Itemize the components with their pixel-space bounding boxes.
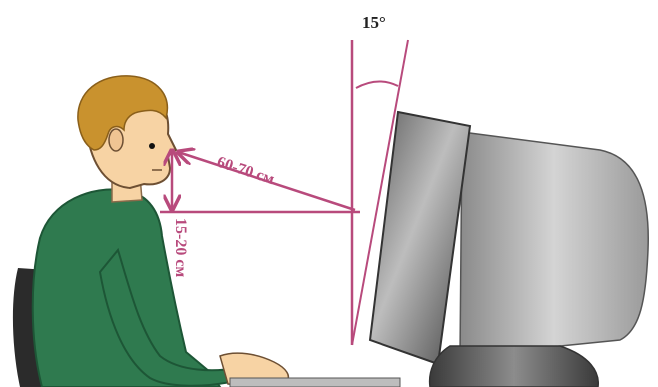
person (33, 76, 289, 387)
desk (230, 378, 400, 387)
tilt-angle-arc (356, 81, 398, 88)
monitor (370, 112, 648, 387)
person-ear (109, 129, 123, 151)
person-eye (149, 143, 155, 149)
eye-distance-label: 60-70 см (215, 154, 277, 189)
keyboard (230, 378, 400, 387)
tilt-angle-label: 15° (362, 13, 386, 32)
monitor-screen (370, 112, 470, 364)
annotations: 15° 60-70 см 15-20 см (160, 13, 408, 345)
monitor-stand (430, 346, 599, 387)
monitor-housing (460, 132, 648, 356)
eye-height-label: 15-20 см (172, 218, 189, 277)
